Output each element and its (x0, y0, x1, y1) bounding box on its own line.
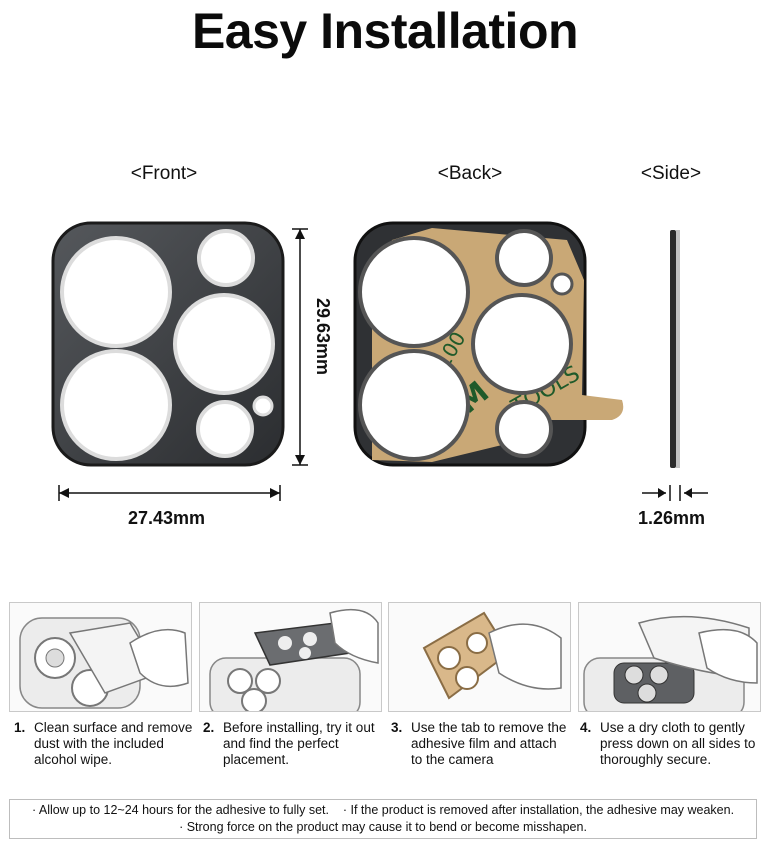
step-4-image (578, 602, 761, 719)
thickness-dimension: 1.26mm (638, 508, 706, 528)
hand-icon (698, 628, 758, 684)
step-3-image (388, 602, 571, 712)
lens-hole (471, 293, 573, 395)
lens-hole (358, 349, 470, 461)
flash-hole (197, 229, 255, 287)
mic-hole (252, 395, 274, 417)
step-1-image (9, 602, 192, 712)
hand-icon (329, 608, 379, 664)
hand-icon (488, 623, 562, 690)
side-profile (670, 230, 676, 468)
height-dimension: 29.63mm (313, 298, 333, 376)
front-view-illustration (51, 221, 285, 467)
note-line-1: · Allow up to 12~24 hours for the adhesi… (31, 803, 735, 817)
notes-box: · Allow up to 12~24 hours for the adhesi… (9, 799, 757, 839)
sensor-hole (495, 400, 553, 458)
flash-hole (495, 229, 553, 287)
lens-hole (60, 236, 172, 348)
step-number: 3. (391, 720, 403, 735)
step-number: 4. (580, 720, 592, 735)
hand-icon (129, 628, 189, 688)
thickness-dimension-arrow (642, 485, 708, 501)
step-text: Before installing, try it out and find t… (223, 720, 375, 767)
step-text: Use a dry cloth to gently press down on … (600, 720, 756, 767)
step-2-image (199, 602, 382, 719)
back-label: <Back> (437, 163, 503, 184)
lens-hole (173, 293, 275, 395)
width-dimension-arrow (58, 485, 281, 501)
front-label: <Front> (130, 163, 198, 184)
side-label: <Side> (640, 163, 702, 184)
lens-hole (60, 349, 172, 461)
width-dimension: 27.43mm (128, 508, 206, 528)
side-view-illustration (670, 230, 680, 468)
page-title: Easy Installation (191, 3, 579, 59)
note-line-2: · Strong force on the product may cause … (179, 820, 587, 834)
step-number: 2. (203, 720, 215, 735)
lens-hole (358, 236, 470, 348)
back-view-illustration: 3M TOOLS 300 100 (353, 221, 624, 467)
step-text: Use the tab to remove the adhesive film … (411, 720, 567, 767)
step-text: Clean surface and remove dust with the i… (34, 720, 193, 767)
sensor-hole (196, 400, 254, 458)
height-dimension-arrow (292, 228, 308, 466)
mic-hole (550, 272, 574, 296)
step-number: 1. (14, 720, 26, 735)
